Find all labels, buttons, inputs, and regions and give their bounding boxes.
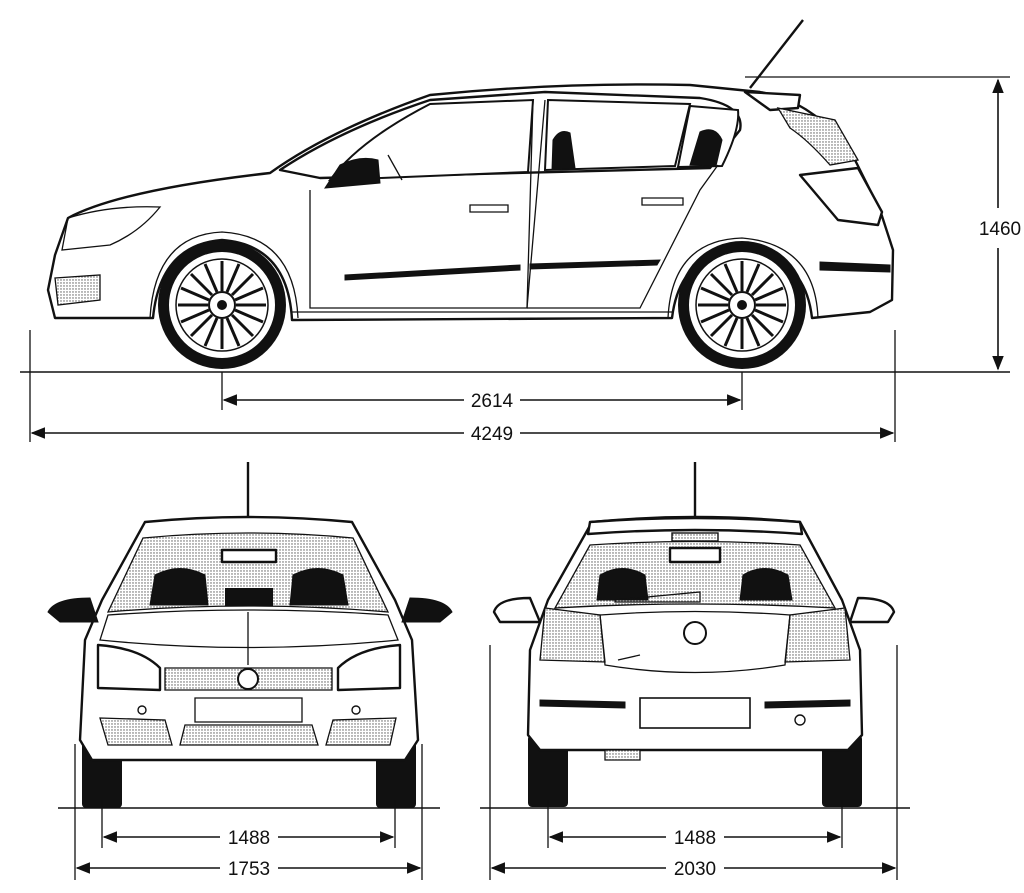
front-logo	[237, 668, 259, 690]
rear-exhaust	[604, 749, 641, 761]
front-indicator-left	[137, 705, 147, 715]
front-indicator-right	[351, 705, 361, 715]
side-spoiler	[743, 90, 802, 112]
front-track-label: 1488	[228, 828, 270, 849]
rear-mirror-right	[848, 596, 896, 624]
side-rear-wheel-arch	[667, 237, 819, 319]
side-antenna	[749, 19, 804, 89]
rear-badge	[617, 654, 641, 661]
rear-reflector-left	[539, 699, 626, 709]
side-mirror	[324, 157, 381, 189]
front-width-label: 1753	[228, 859, 270, 880]
length-label: 4249	[471, 424, 513, 445]
side-front-door	[309, 99, 534, 309]
front-fog-right	[325, 717, 397, 746]
front-hood	[99, 609, 399, 649]
side-front-wheel	[156, 239, 288, 371]
rear-reflector-right	[764, 699, 851, 709]
rear-seat-left	[596, 568, 649, 601]
front-headlight-left	[96, 643, 162, 692]
side-front-seat	[689, 129, 723, 167]
rear-view: 1488 2030	[480, 462, 910, 880]
rear-tailgate	[599, 610, 791, 674]
rear-right-tire	[822, 735, 862, 807]
rear-tail-light-left	[539, 607, 606, 663]
front-seat-center	[225, 588, 273, 606]
side-rear-window	[543, 98, 692, 172]
rear-plate	[639, 697, 751, 729]
side-front-wheel-arch	[149, 231, 299, 319]
side-moulding	[344, 259, 661, 281]
front-mirror-right	[401, 597, 453, 623]
rear-width-label: 2030	[674, 859, 716, 880]
front-rear-view-mirror	[220, 548, 278, 564]
side-headlight	[61, 206, 162, 251]
rear-seat-right	[739, 568, 793, 601]
front-fog-left	[99, 717, 173, 746]
front-seat-left	[149, 568, 209, 606]
side-rear-seat	[551, 131, 576, 171]
front-view: 1488 1753	[47, 462, 453, 880]
rear-spoiler	[586, 516, 804, 536]
side-steering	[387, 154, 403, 181]
front-mirror-left	[47, 597, 99, 623]
side-door-handle-front	[469, 204, 509, 213]
rear-tail-light-right	[784, 607, 851, 663]
side-grille	[54, 274, 101, 306]
side-rear-glass	[776, 107, 860, 166]
rear-left-tire	[528, 735, 568, 807]
side-rear-door	[526, 99, 719, 309]
side-tail-light	[798, 166, 884, 227]
front-headlight-right	[336, 643, 402, 692]
height-label: 1460	[979, 219, 1021, 240]
side-door-handle-rear	[641, 197, 684, 206]
rear-logo	[683, 621, 707, 645]
rear-brake-light	[671, 532, 719, 542]
rear-shelf	[614, 591, 701, 603]
front-seat-right	[289, 568, 349, 606]
front-plate	[194, 697, 303, 723]
front-lower-grille	[179, 724, 319, 746]
rear-fog-light	[794, 714, 806, 726]
rear-wiper-area	[668, 546, 722, 564]
rear-track-label: 1488	[674, 828, 716, 849]
wheelbase-label: 2614	[471, 391, 514, 412]
rear-mirror-left	[492, 596, 542, 624]
side-rear-wheel	[676, 239, 808, 371]
side-view: 2614 4249 1460	[20, 19, 1021, 445]
side-rear-bumper	[819, 261, 891, 273]
